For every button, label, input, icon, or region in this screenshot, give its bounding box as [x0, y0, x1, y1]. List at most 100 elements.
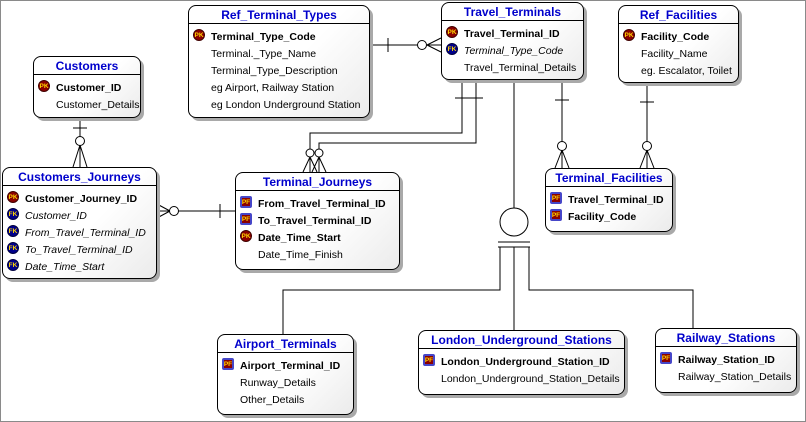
- column-row: PK Customer_ID: [34, 78, 140, 95]
- entity-columns: PF Railway_Station_ID Railway_Station_Deta…: [656, 347, 796, 384]
- rel-travel-terminals-to-terminal-facilities: [554, 72, 570, 169]
- entity-title: Airport_Terminals: [218, 335, 353, 353]
- rel-terminal-journeys-to-customers-journeys: [156, 203, 242, 219]
- column-row: Customer_Details: [34, 95, 140, 112]
- pk-key-badge: PK: [240, 230, 252, 242]
- column-row: PK Customer_Journey_ID: [3, 189, 156, 206]
- rel-travel-terminals-to-terminal-journeys-to: [311, 72, 477, 173]
- fk-key-badge: FK: [7, 208, 19, 220]
- rel-ref-terminal-types-to-travel-terminals: [362, 37, 442, 53]
- column-name: Facility_Code: [568, 211, 637, 223]
- column-row: FK To_Travel_Terminal_ID: [3, 240, 156, 257]
- column-row: FK Terminal_Type_Code: [442, 41, 583, 58]
- pk-key-badge: PK: [623, 29, 635, 41]
- column-row: Railway_Station_Details: [656, 367, 796, 384]
- column-row: FK Customer_ID: [3, 206, 156, 223]
- column-row: Travel_Terminal_Details: [442, 58, 583, 75]
- pk-key-badge: PK: [193, 29, 205, 41]
- entity-title: London_Underground_Stations: [419, 331, 624, 349]
- column-name: Customer_Journey_ID: [25, 193, 138, 205]
- column-name: Terminal._Type_Name: [211, 48, 317, 60]
- entity-title: Terminal_Journeys: [236, 173, 399, 191]
- column-name: Railway_Station_ID: [678, 354, 775, 366]
- column-name: eg. Escalator, Toilet: [641, 65, 732, 77]
- fk-key-badge: FK: [446, 43, 458, 55]
- column-name: Date_Time_Finish: [258, 249, 343, 261]
- entity-columns: PK Customer_ID Customer_Details: [34, 75, 140, 112]
- column-row: eg Airport, Railway Station: [189, 78, 369, 95]
- column-name: Customer_ID: [25, 210, 87, 222]
- column-name: Customer_Details: [56, 99, 140, 111]
- column-name: Other_Details: [240, 394, 305, 406]
- rel-travel-terminals-to-terminal-journeys-from: [302, 72, 483, 173]
- column-row: London_Underground_Station_Details: [419, 369, 624, 386]
- pf-key-badge: PF: [660, 352, 672, 364]
- column-row: Terminal_Type_Description: [189, 61, 369, 78]
- column-row: PK Facility_Code: [619, 27, 738, 44]
- entity-title: Customers_Journeys: [3, 168, 156, 186]
- column-name: Facility_Name: [641, 48, 708, 60]
- pf-key-badge: PF: [550, 192, 562, 204]
- entity-title: Travel_Terminals: [442, 3, 583, 21]
- column-name: Facility_Code: [641, 31, 710, 43]
- pk-key-badge: PK: [38, 80, 50, 92]
- entity-title: Ref_Facilities: [619, 6, 738, 24]
- column-name: Runway_Details: [240, 377, 316, 389]
- category-circle-symbol: [499, 207, 529, 237]
- column-name: London_Underground_Station_Details: [441, 373, 620, 385]
- fk-key-badge: FK: [7, 242, 19, 254]
- entity-title: Terminal_Facilities: [546, 169, 672, 187]
- column-name: Terminal_Type_Code: [464, 45, 564, 57]
- entity-title: Railway_Stations: [656, 329, 796, 347]
- column-row: Runway_Details: [218, 373, 353, 390]
- subtype-category-connector: [282, 72, 694, 336]
- column-row: PF Railway_Station_ID: [656, 350, 796, 367]
- column-name: Customer_ID: [56, 82, 122, 94]
- entity-title: Customers: [34, 57, 140, 75]
- column-name: To_Travel_Terminal_ID: [25, 244, 133, 256]
- pf-key-badge: PF: [423, 354, 435, 366]
- column-name: London_Underground_Station_ID: [441, 356, 610, 368]
- column-row: Terminal._Type_Name: [189, 44, 369, 61]
- column-name: Travel_Terminal_ID: [568, 194, 664, 206]
- column-name: Travel_Terminal_ID: [464, 28, 560, 40]
- column-name: eg Airport, Railway Station: [211, 82, 335, 94]
- entity-title: Ref_Terminal_Types: [189, 6, 369, 24]
- column-name: eg London Underground Station: [211, 99, 361, 111]
- pf-key-badge: PF: [222, 358, 234, 370]
- pf-key-badge: PF: [240, 196, 252, 208]
- entity-columns: PF London_Underground_Station_ID London_Un…: [419, 349, 624, 386]
- fk-key-badge: FK: [7, 225, 19, 237]
- category-double-bar: [498, 241, 530, 248]
- pk-key-badge: PK: [7, 191, 19, 203]
- column-row: PF London_Underground_Station_ID: [419, 352, 624, 369]
- column-name: Railway_Station_Details: [678, 371, 792, 383]
- column-name: Travel_Terminal_Details: [464, 62, 577, 74]
- rel-ref-facilities-to-terminal-facilities: [639, 75, 655, 169]
- column-name: Airport_Terminal_ID: [240, 360, 341, 372]
- column-row: Facility_Name: [619, 44, 738, 61]
